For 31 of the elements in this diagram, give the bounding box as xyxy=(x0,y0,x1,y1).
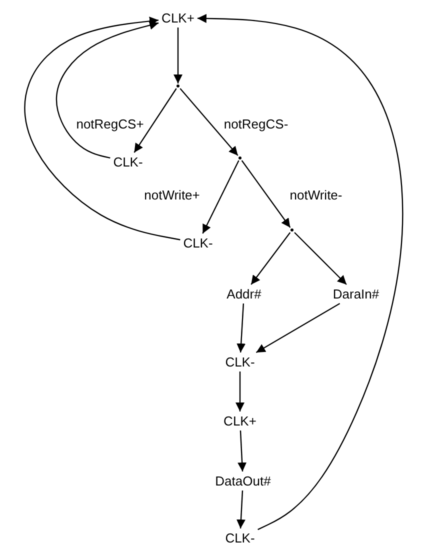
junction-point xyxy=(238,156,242,160)
arrow xyxy=(238,430,247,472)
arrow xyxy=(202,160,240,234)
junction-point xyxy=(290,228,294,232)
edge-label: notWrite- xyxy=(288,188,344,202)
edge-label: notRegCS- xyxy=(222,116,290,132)
arrow xyxy=(250,232,291,285)
arrow xyxy=(294,232,347,285)
feedback-arc xyxy=(197,14,404,530)
transition-label: CLK- xyxy=(111,154,145,170)
transition-label: CLK+ xyxy=(160,10,196,26)
arrow xyxy=(236,303,246,353)
edge-label: notRegCS+ xyxy=(75,116,145,132)
transition-label: DaraIn# xyxy=(330,286,382,302)
transition-label: CLK- xyxy=(223,530,257,546)
arrow xyxy=(236,490,246,529)
edge-label: notWrite+ xyxy=(143,188,201,202)
feedback-arc xyxy=(24,16,180,240)
arrow xyxy=(134,88,177,153)
transition-label: Addr# xyxy=(224,286,264,302)
arrow xyxy=(180,88,238,156)
arrow xyxy=(256,302,340,354)
transition-label: DataOut# xyxy=(213,472,273,490)
transition-label: CLK+ xyxy=(222,412,258,430)
transition-label: CLK- xyxy=(181,234,215,252)
junction-point xyxy=(176,84,180,88)
transition-label: CLK- xyxy=(223,354,257,370)
arrow xyxy=(174,28,182,84)
arrow xyxy=(241,160,291,228)
feedback-arc xyxy=(56,20,159,159)
arrow xyxy=(236,372,244,412)
